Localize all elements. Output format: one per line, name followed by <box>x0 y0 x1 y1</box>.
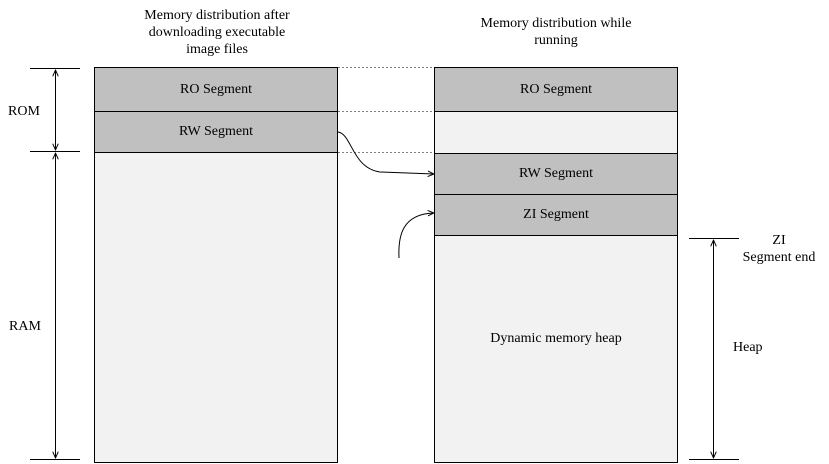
right-empty-region <box>434 111 678 154</box>
left-title-line-1: Memory distribution after <box>144 8 290 23</box>
right-heap-label: Dynamic memory heap <box>490 331 622 346</box>
rom-label: ROM <box>8 104 40 119</box>
zi-end-line-2: Segment end <box>742 250 816 265</box>
right-heap-region: Dynamic memory heap <box>434 235 678 463</box>
right-zi-segment-label: ZI Segment <box>523 207 589 222</box>
left-title-line-2: downloading executable <box>148 25 286 40</box>
right-title-line-1: Memory distribution while <box>480 16 632 31</box>
left-rw-segment: RW Segment <box>94 111 338 153</box>
heap-dimension-label: Heap <box>733 340 763 355</box>
right-column-title: Memory distribution while running <box>456 15 656 49</box>
left-rw-segment-label: RW Segment <box>178 124 254 139</box>
rw-copy-arrow <box>337 131 434 174</box>
left-ram-area <box>94 152 338 463</box>
right-rw-segment-label: RW Segment <box>518 166 594 181</box>
right-title-line-2: running <box>534 33 578 48</box>
left-title-line-3: image files <box>186 42 248 57</box>
ram-label: RAM <box>9 319 41 334</box>
left-column-title: Memory distribution after downloading ex… <box>117 7 317 58</box>
zi-end-line-1: ZI <box>772 233 786 248</box>
zi-segment-end-label: ZI Segment end <box>730 232 828 266</box>
right-ro-segment-label: RO Segment <box>520 81 592 97</box>
zi-init-arrow <box>398 213 434 259</box>
right-ro-segment: RO Segment <box>434 67 678 112</box>
left-ro-segment-label: RO Segment <box>180 81 252 97</box>
